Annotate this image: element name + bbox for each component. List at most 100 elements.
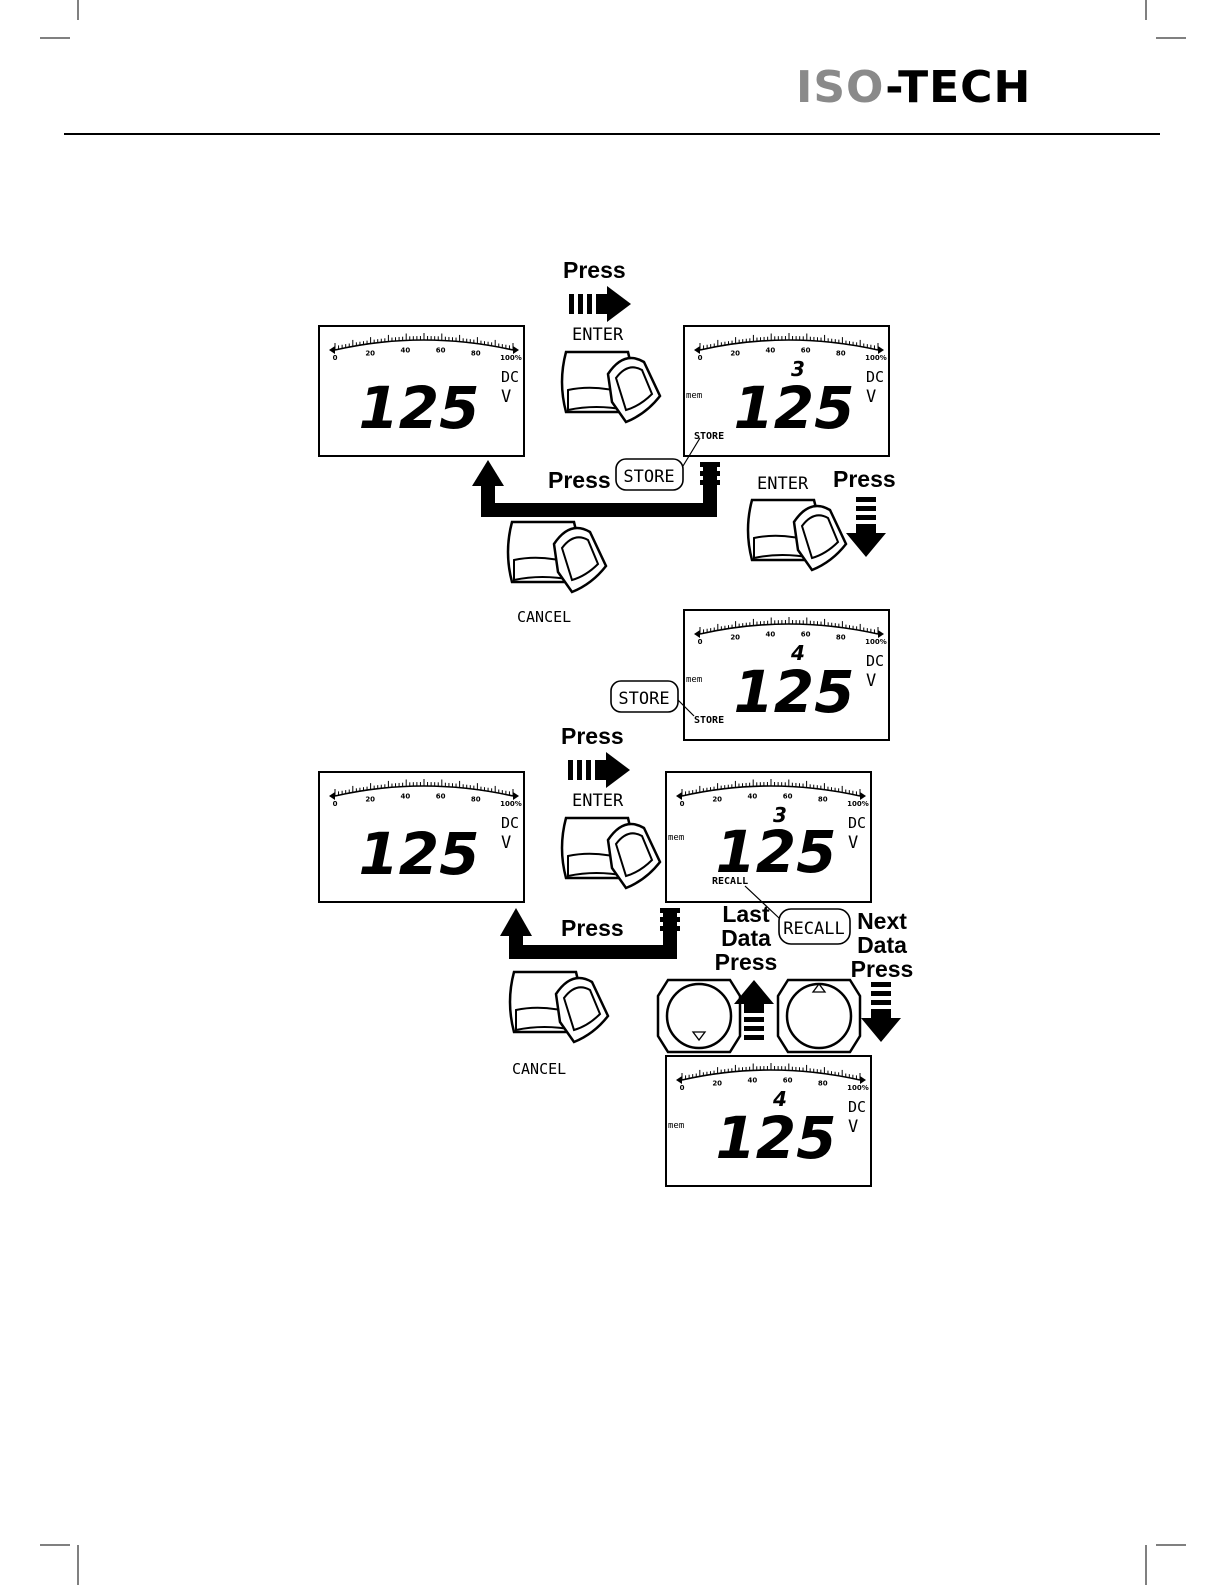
recall-button[interactable]: RECALL	[778, 908, 851, 945]
scale-tick-label: 100%	[500, 354, 522, 362]
return-path-store	[481, 466, 717, 517]
return-path-recall	[509, 912, 677, 959]
lcd-mem-flag: mem	[686, 391, 702, 401]
cancel-key-hand-icon[interactable]	[506, 520, 608, 594]
arrow-up-icon	[500, 908, 532, 936]
store-button-2[interactable]: STORE	[610, 680, 679, 713]
scale-tick-label: 100%	[500, 800, 522, 808]
scale-tick-label: 20	[730, 633, 740, 641]
dash-bar-recall	[660, 908, 680, 931]
lcd-unit-v: V	[866, 671, 876, 691]
press-recall-label: Press	[561, 915, 624, 941]
scale-tick-label: 80	[836, 349, 846, 357]
scale-tick-label: 0	[680, 1084, 685, 1092]
scale-tick-label: 0	[698, 354, 703, 362]
scale-tick-label: 20	[730, 349, 740, 357]
last-data-line-2: Data	[721, 925, 771, 951]
lcd-reading: 125	[358, 374, 479, 442]
press-label-top: Press	[563, 257, 626, 283]
scale-tick-label: 60	[801, 630, 811, 638]
lcd-reading: 125	[733, 658, 854, 726]
lcd-unit-dc: DC	[848, 814, 866, 832]
press-store-label: Press	[548, 467, 611, 493]
last-data-line-3: Press	[715, 949, 778, 975]
cancel-key-label: CANCEL	[517, 608, 571, 626]
scale-tick-label: 20	[712, 1079, 722, 1087]
scale-tick-label: 40	[766, 346, 776, 354]
dash-bar-store	[700, 462, 720, 485]
lcd-store-flag: STORE	[694, 715, 724, 726]
scale-tick-label: 60	[436, 792, 446, 800]
scale-tick-label: 80	[818, 1079, 828, 1087]
lcd-unit-v: V	[848, 1117, 858, 1137]
cancel-key-label: CANCEL	[512, 1060, 566, 1078]
scale-tick-label: 100%	[865, 638, 887, 646]
lcd-display-store-3: 3 125 mem STORE DC V 0 20 40 60 80 100%	[683, 325, 890, 457]
scale-tick-label: 40	[766, 630, 776, 638]
enter-key-hand-icon[interactable]	[560, 816, 662, 890]
scale-tick-label: 60	[801, 346, 811, 354]
scale-tick-label: 0	[698, 638, 703, 646]
arrow-right-icon	[568, 752, 630, 788]
lcd-mem-number: 3	[773, 803, 787, 827]
scale-tick-label: 80	[471, 349, 481, 357]
lcd-unit-v: V	[866, 387, 876, 407]
scale-tick-label: 0	[333, 800, 338, 808]
enter-key-label: ENTER	[757, 474, 809, 494]
lcd-unit-v: V	[501, 387, 511, 407]
scale-tick-label: 40	[748, 1076, 758, 1084]
enter-key-hand-icon[interactable]	[560, 350, 662, 424]
scale-tick-label: 80	[818, 795, 828, 803]
lcd-unit-dc: DC	[501, 368, 519, 386]
lcd-unit-dc: DC	[866, 368, 884, 386]
scale-tick-label: 60	[783, 792, 793, 800]
scale-tick-label: 100%	[847, 800, 869, 808]
cancel-key-hand-icon[interactable]	[508, 970, 610, 1044]
callout-line	[677, 699, 695, 717]
lcd-mem-number: 3	[791, 357, 805, 381]
lcd-display-recall-4: 4 125 mem DC V 0 20 40 60 80 100%	[665, 1055, 872, 1187]
enter-key-label: ENTER	[572, 325, 624, 345]
enter-key-label: ENTER	[572, 791, 624, 811]
lcd-reading: 125	[733, 374, 854, 442]
callout-line	[744, 885, 780, 919]
lcd-unit-dc: DC	[848, 1098, 866, 1116]
scale-tick-label: 100%	[865, 354, 887, 362]
scale-tick-label: 60	[436, 346, 446, 354]
scale-tick-label: 40	[748, 792, 758, 800]
lcd-unit-dc: DC	[501, 814, 519, 832]
callout-line	[682, 437, 701, 467]
scale-tick-label: 0	[333, 354, 338, 362]
recall-button-label: RECALL	[783, 919, 844, 939]
scale-tick-label: 40	[401, 346, 411, 354]
store-button-label: STORE	[618, 689, 669, 709]
scale-tick-label: 60	[783, 1076, 793, 1084]
lcd-mem-number: 4	[772, 1087, 787, 1111]
logo-tech-text: -TECH	[885, 62, 1031, 113]
scale-tick-label: 20	[365, 349, 375, 357]
lcd-mem-flag: mem	[668, 1121, 684, 1131]
lcd-store-flag: STORE	[694, 431, 724, 442]
scale-tick-label: 100%	[847, 1084, 869, 1092]
arrow-up-icon	[472, 460, 504, 486]
lcd-mem-flag: mem	[668, 833, 684, 843]
down-key-button[interactable]	[656, 978, 742, 1054]
press-label-bottom: Press	[561, 723, 624, 749]
store-button[interactable]: STORE	[615, 458, 684, 491]
lcd-reading: 125	[715, 1104, 836, 1172]
up-key-button[interactable]	[776, 978, 862, 1054]
scale-tick-label: 80	[471, 795, 481, 803]
arrow-right-icon	[569, 286, 631, 322]
triangle-up-icon	[811, 982, 827, 993]
next-data-line-2: Data	[857, 932, 907, 958]
lcd-unit-v: V	[848, 833, 858, 853]
next-data-line-3: Press	[851, 956, 914, 982]
lcd-reading: 125	[715, 818, 836, 886]
scale-tick-label: 0	[680, 800, 685, 808]
scale-tick-label: 80	[836, 633, 846, 641]
logo: ISO-TECH	[796, 62, 1031, 113]
enter-key-hand-icon[interactable]	[746, 498, 848, 572]
lcd-mem-flag: mem	[686, 675, 702, 685]
lcd-reading: 125	[358, 820, 479, 888]
